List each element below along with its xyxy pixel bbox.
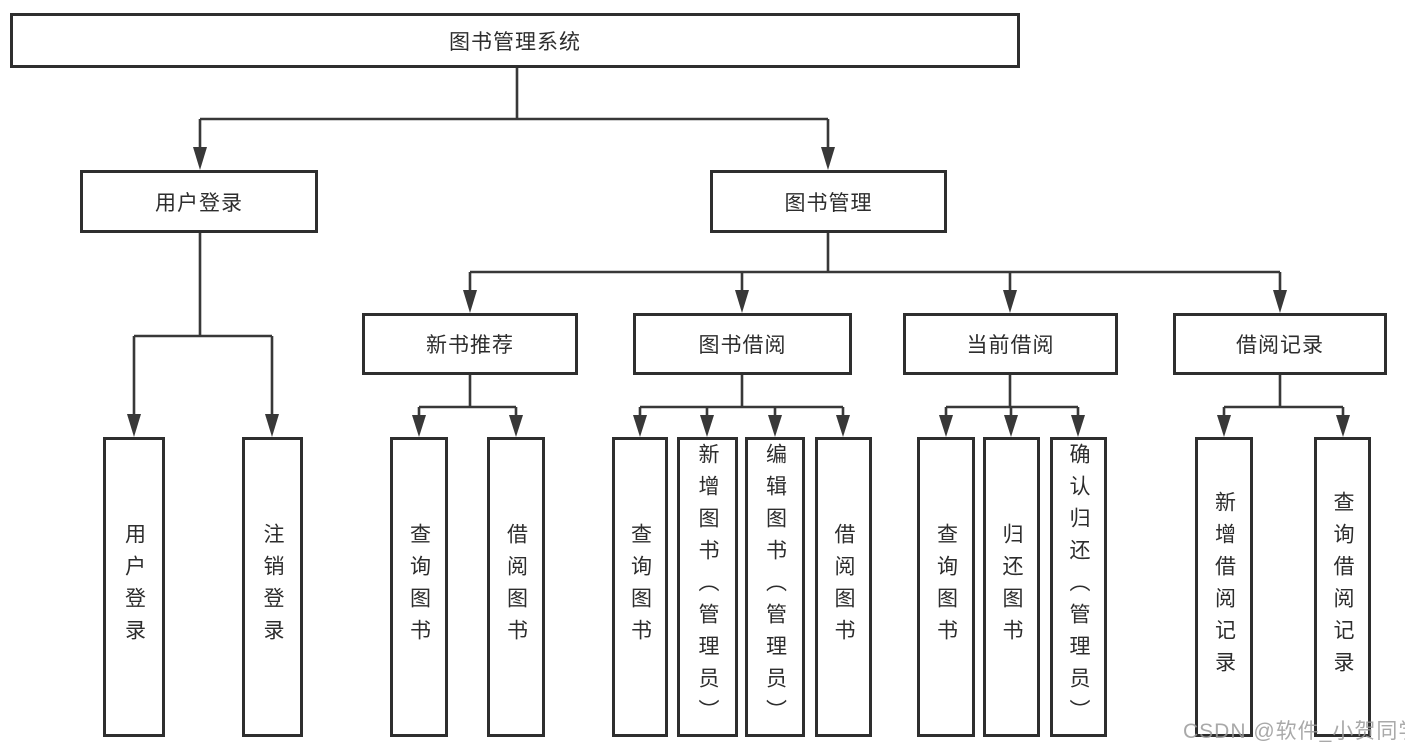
node-current-borrow: 当前借阅 [903, 313, 1118, 375]
node-book-borrow-label: 图书借阅 [698, 334, 787, 357]
edge-current-borrow-to-leaves [939, 375, 1085, 437]
node-leaf-add-books-admin: 新增图书（管理员） [677, 437, 738, 737]
node-leaf-add-borrow-record-label: 新增借阅记录 [1212, 491, 1236, 683]
node-new-book-recommend-label: 新书推荐 [426, 334, 514, 357]
node-user-login-label: 用户登录 [155, 191, 243, 215]
node-leaf-query-books-1-label: 查询图书 [407, 523, 431, 651]
edge-root-to-level2 [193, 68, 835, 170]
node-user-login: 用户登录 [80, 170, 318, 233]
node-book-management-label: 图书管理 [784, 191, 873, 215]
edge-new-book-recommend-to-leaves [412, 375, 523, 437]
edge-book-management-to-level3 [463, 233, 1287, 313]
node-leaf-user-login-label: 用户登录 [122, 523, 146, 651]
node-leaf-borrow-books-2-label: 借阅图书 [832, 523, 855, 651]
node-borrow-records: 借阅记录 [1173, 313, 1387, 375]
node-root: 图书管理系统 [10, 13, 1020, 68]
node-leaf-confirm-return-admin-label: 确认归还（管理员） [1067, 443, 1090, 731]
node-leaf-add-books-admin-label: 新增图书（管理员） [696, 443, 719, 731]
node-leaf-return-books: 归还图书 [983, 437, 1040, 737]
node-leaf-user-login: 用户登录 [103, 437, 165, 737]
node-leaf-borrow-books-1-label: 借阅图书 [504, 523, 528, 651]
node-leaf-query-books-1: 查询图书 [390, 437, 448, 737]
edge-book-borrow-to-leaves [633, 375, 850, 437]
node-leaf-query-books-2-label: 查询图书 [628, 523, 652, 651]
node-book-management: 图书管理 [710, 170, 947, 233]
node-leaf-query-books-3: 查询图书 [917, 437, 975, 737]
node-leaf-logout-label: 注销登录 [261, 523, 284, 651]
node-leaf-logout: 注销登录 [242, 437, 303, 737]
watermark: CSDN @软件_小贺同学 [1183, 720, 1405, 743]
node-leaf-confirm-return-admin: 确认归还（管理员） [1050, 437, 1107, 737]
node-leaf-edit-books-admin: 编辑图书（管理员） [745, 437, 805, 737]
node-book-borrow: 图书借阅 [633, 313, 852, 375]
node-leaf-edit-books-admin-label: 编辑图书（管理员） [763, 443, 787, 731]
edge-borrow-records-to-leaves [1217, 375, 1350, 437]
node-root-label: 图书管理系统 [449, 30, 581, 54]
node-leaf-query-borrow-record: 查询借阅记录 [1314, 437, 1371, 737]
node-current-borrow-label: 当前借阅 [966, 334, 1055, 357]
node-leaf-query-borrow-record-label: 查询借阅记录 [1331, 491, 1354, 683]
node-new-book-recommend: 新书推荐 [362, 313, 578, 375]
edge-user-login-to-leaves [127, 233, 279, 437]
node-leaf-borrow-books-1: 借阅图书 [487, 437, 545, 737]
node-leaf-add-borrow-record: 新增借阅记录 [1195, 437, 1253, 737]
node-leaf-query-books-3-label: 查询图书 [934, 523, 958, 651]
node-leaf-borrow-books-2: 借阅图书 [815, 437, 872, 737]
node-leaf-query-books-2: 查询图书 [612, 437, 668, 737]
node-borrow-records-label: 借阅记录 [1236, 334, 1324, 357]
node-leaf-return-books-label: 归还图书 [1000, 523, 1023, 651]
